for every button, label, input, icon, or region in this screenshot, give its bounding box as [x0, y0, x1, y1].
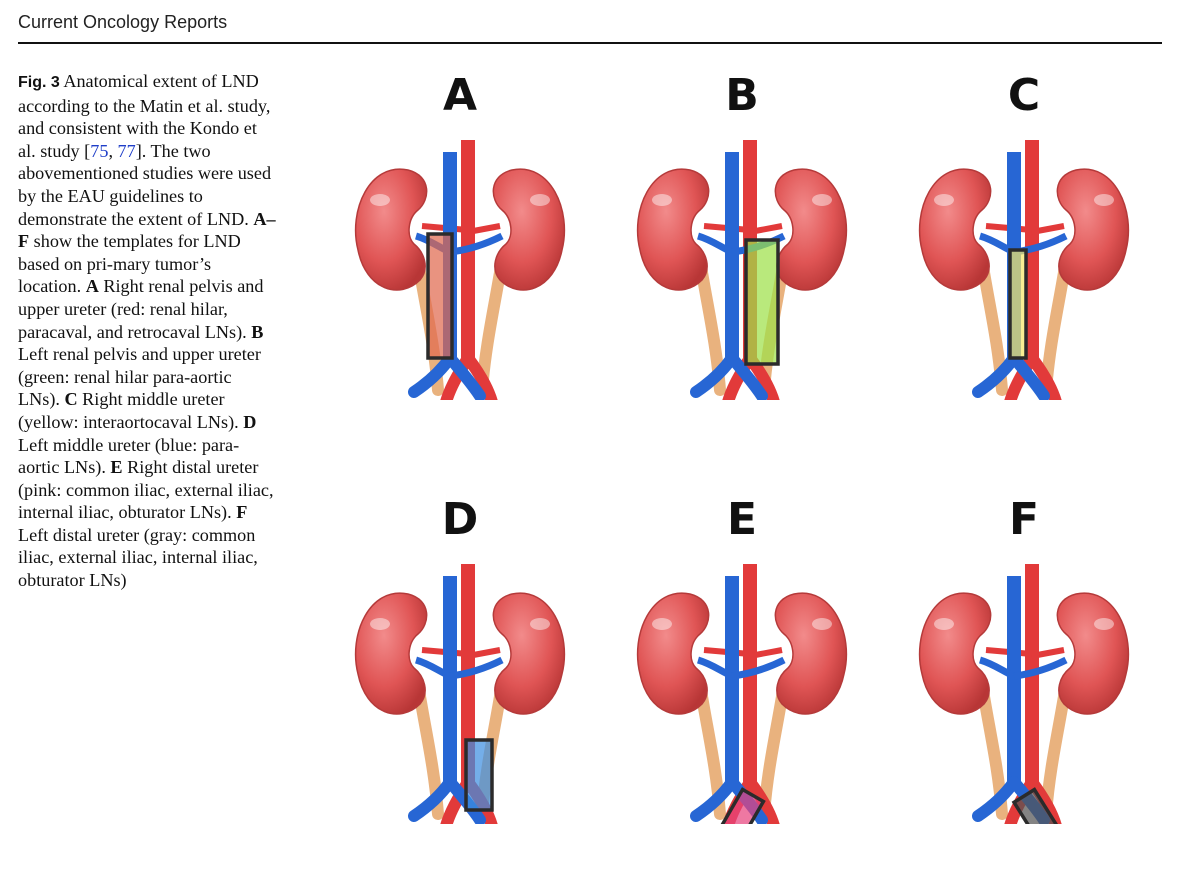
- left-renal-vein: [449, 656, 504, 680]
- lnd-region-box: [744, 238, 780, 366]
- caption-text: ]. The two abovementioned studies were u…: [18, 140, 272, 229]
- right-kidney: [636, 168, 710, 291]
- kidney-highlight: [652, 194, 672, 206]
- right-kidney: [918, 168, 992, 291]
- kidney-highlight: [1094, 194, 1114, 206]
- figure-caption: Fig. 3 Anatomical extent of LND accordin…: [18, 70, 276, 592]
- panel-f: F: [914, 494, 1134, 824]
- left-renal-artery: [467, 647, 501, 659]
- reference-link-77[interactable]: 77: [117, 140, 136, 161]
- journal-header: Current Oncology Reports: [18, 12, 228, 32]
- caption-text: Right renal pelvis and upper ureter (red…: [18, 276, 264, 342]
- kidney-highlight: [934, 194, 954, 206]
- kidney-highlight: [530, 194, 550, 206]
- kidney-highlight: [934, 618, 954, 630]
- caption-bold: D: [243, 411, 257, 432]
- caption-bold: C: [64, 389, 78, 410]
- lnd-region-box: [714, 787, 766, 824]
- right-renal-vein: [414, 656, 452, 680]
- lnd-region-box: [1011, 787, 1065, 824]
- right-kidney: [354, 168, 428, 291]
- caption-bold: A: [85, 276, 99, 297]
- left-common-iliac-vein: [444, 352, 486, 400]
- left-kidney: [1056, 592, 1130, 715]
- left-common-iliac-artery: [1027, 354, 1062, 400]
- left-common-iliac-vein: [726, 352, 768, 400]
- header-rule: [18, 42, 1162, 44]
- panel-letter: C: [1007, 70, 1041, 121]
- lnd-region-box: [426, 232, 454, 360]
- left-common-iliac-vein: [1008, 352, 1050, 400]
- kidney-highlight: [812, 194, 832, 206]
- lnd-region-box: [464, 738, 494, 812]
- kidney-highlight: [652, 618, 672, 630]
- kidney-illustration: [354, 564, 566, 824]
- caption-bold: B: [251, 321, 264, 342]
- left-renal-artery: [1031, 647, 1065, 659]
- left-kidney: [1056, 168, 1130, 291]
- left-renal-artery: [749, 223, 783, 235]
- panel-c: C: [914, 70, 1134, 400]
- left-common-iliac-artery: [745, 778, 780, 824]
- kidney-highlight: [812, 618, 832, 630]
- caption-text: ,: [108, 140, 118, 161]
- caption-text: Left distal ureter (gray: common iliac, …: [18, 524, 258, 591]
- right-kidney: [354, 592, 428, 715]
- right-renal-vein: [696, 232, 734, 256]
- left-kidney: [492, 592, 566, 715]
- panel-e: E: [632, 494, 852, 824]
- caption-bold: A–F: [18, 208, 276, 252]
- left-common-iliac-artery: [463, 354, 498, 400]
- kidney-highlight: [1094, 618, 1114, 630]
- caption-bold: E: [110, 457, 123, 478]
- panel-a: A: [350, 70, 570, 400]
- right-renal-vein: [696, 656, 734, 680]
- left-renal-artery: [467, 223, 501, 235]
- left-renal-vein: [1013, 656, 1068, 680]
- right-kidney: [636, 592, 710, 715]
- caption-text: Left middle ureter (blue: para-aortic LN…: [18, 434, 240, 478]
- left-renal-vein: [449, 232, 504, 256]
- right-renal-vein: [978, 656, 1016, 680]
- caption-text: Right distal ureter (pink: common iliac,…: [18, 457, 274, 523]
- kidney-highlight: [530, 618, 550, 630]
- panel-b: B: [632, 70, 852, 400]
- right-kidney: [918, 592, 992, 715]
- kidney-highlight: [370, 618, 390, 630]
- left-renal-vein: [731, 656, 786, 680]
- caption-text: Left renal pelvis and upper ureter (gree…: [18, 344, 261, 410]
- kidney-illustration: [918, 564, 1130, 824]
- kidney-illustration: [636, 140, 848, 400]
- caption-text: Anatomical extent of LND according to th…: [18, 71, 271, 161]
- panel-letter: B: [725, 70, 759, 121]
- panel-letter: E: [726, 494, 758, 545]
- caption-text: Right middle ureter (yellow: interaortoc…: [18, 389, 244, 432]
- caption-text: show the templates for LND based on pri-…: [18, 231, 241, 297]
- left-kidney: [774, 168, 848, 291]
- panel-letter: A: [442, 70, 478, 121]
- caption-bold: F: [236, 502, 248, 523]
- kidney-illustration: [636, 564, 848, 824]
- left-kidney: [774, 592, 848, 715]
- kidney-illustration: [918, 140, 1130, 400]
- lnd-region-box: [1008, 248, 1028, 360]
- left-renal-artery: [749, 647, 783, 659]
- reference-link-75[interactable]: 75: [90, 140, 109, 161]
- figure-label: Fig. 3: [18, 74, 60, 91]
- left-renal-artery: [1031, 223, 1065, 235]
- panel-letter: F: [1008, 494, 1040, 545]
- panel-d: D: [350, 494, 570, 824]
- kidney-illustration: [354, 140, 566, 400]
- left-kidney: [492, 168, 566, 291]
- kidney-highlight: [370, 194, 390, 206]
- panel-letter: D: [441, 494, 479, 545]
